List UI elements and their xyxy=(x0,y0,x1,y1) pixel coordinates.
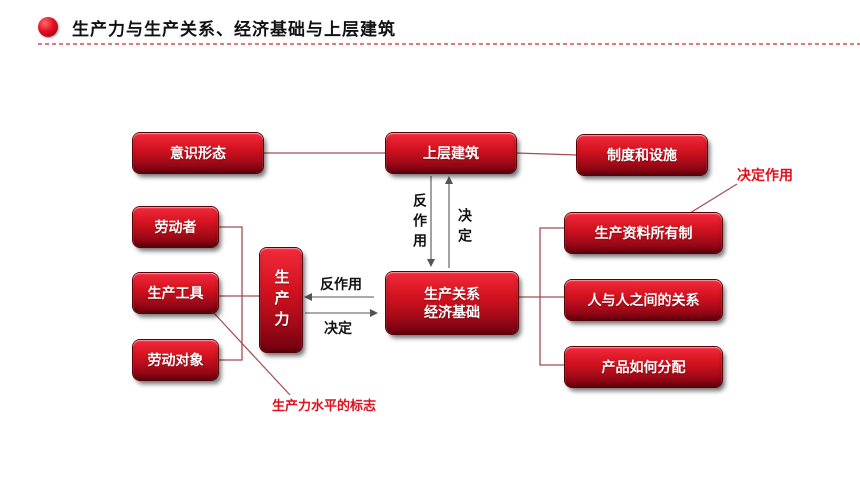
node-productive-forces: 生产力 xyxy=(260,248,302,352)
node-tools: 生产工具 xyxy=(133,273,218,313)
connector-ownership-decisive-role xyxy=(689,183,738,214)
annotation-decisive-role: 决定作用 xyxy=(737,167,793,183)
node-institutions-label: 制度和设施 xyxy=(607,147,677,163)
node-human-relations: 人与人之间的关系 xyxy=(565,280,722,320)
node-economic-base-label: 经济基础 xyxy=(424,304,480,320)
node-productive-forces-label: 生产力 xyxy=(272,268,290,332)
node-institutions: 制度和设施 xyxy=(577,135,707,175)
node-relations-economic-base: 生产关系 经济基础 xyxy=(386,272,518,334)
node-laborer: 劳动者 xyxy=(133,207,218,247)
node-human-relations-label: 人与人之间的关系 xyxy=(587,292,700,308)
label-vertical-reaction: 反作用 xyxy=(412,193,428,253)
node-tools-label: 生产工具 xyxy=(147,285,204,301)
node-ideology: 意识形态 xyxy=(133,133,263,173)
node-superstructure: 上层建筑 xyxy=(386,133,516,173)
label-horizontal-determine: 决定 xyxy=(324,320,352,336)
label-horizontal-reaction: 反作用 xyxy=(320,276,362,292)
node-labor-object-label: 劳动对象 xyxy=(147,352,204,368)
node-superstructure-label: 上层建筑 xyxy=(423,145,479,161)
title-bullet-icon xyxy=(38,17,58,37)
node-distribution-label: 产品如何分配 xyxy=(601,359,686,375)
bracket-productive-forces-elements xyxy=(218,226,243,361)
node-ownership: 生产资料所有制 xyxy=(565,213,722,253)
connector-superstructure-institutions xyxy=(515,152,578,156)
node-ideology-label: 意识形态 xyxy=(170,145,226,161)
node-relations-label: 生产关系 xyxy=(424,286,480,302)
node-labor-object: 劳动对象 xyxy=(133,340,218,380)
connector-tools-productivity-sign xyxy=(211,310,291,396)
label-vertical-determine: 决定 xyxy=(457,208,473,248)
node-ownership-label: 生产资料所有制 xyxy=(594,225,693,241)
annotation-productivity-sign: 生产力水平的标志 xyxy=(272,398,377,413)
page-title: 生产力与生产关系、经济基础与上层建筑 xyxy=(72,20,396,39)
bracket-relations-components xyxy=(539,227,565,366)
node-distribution: 产品如何分配 xyxy=(565,347,722,387)
node-laborer-label: 劳动者 xyxy=(154,219,197,235)
